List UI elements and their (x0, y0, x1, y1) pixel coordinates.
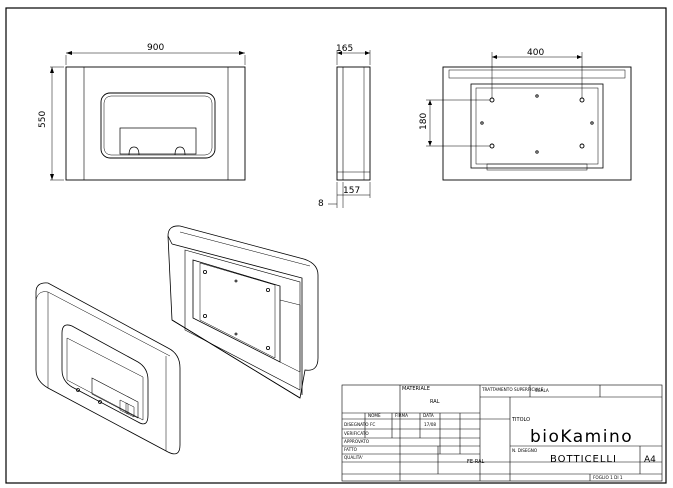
dim-400: 400 (527, 48, 544, 58)
trattamento-label: TRATTAMENTO SUPERFICIALE (481, 387, 544, 392)
scala-label: SCALA (535, 388, 549, 393)
back-view (426, 52, 632, 181)
isometric-back-view (167, 225, 319, 399)
designer-initials: FC (370, 422, 375, 427)
dim-8: 8 (318, 199, 324, 209)
col-nome: NOME (368, 413, 381, 418)
dim-550: 550 (38, 111, 48, 128)
design-date: 17/08 (424, 422, 436, 427)
product-name: BOTTICELLI (550, 454, 617, 465)
row-qualita: QUALITA' (344, 455, 363, 460)
sheet-format: A4 (644, 455, 656, 465)
title-block (341, 384, 663, 482)
foglio-label: FOGLIO 1 DI 1 (593, 475, 623, 480)
front-view (50, 51, 246, 181)
row-approvato: APPROVATO (344, 439, 370, 444)
sheet-border (5, 7, 667, 484)
material-label: MATERIALE (402, 386, 430, 392)
row-verificato: VERIFICATO (344, 431, 369, 436)
row-disegnato: DISEGNATO (344, 422, 369, 427)
codice-label: N. DISEGNO (512, 448, 538, 453)
col-data: DATA (423, 413, 434, 418)
dim-165: 165 (336, 44, 353, 54)
row-fatto: FATTO (344, 447, 358, 452)
dim-157: 157 (343, 186, 360, 196)
brand-name: bioKamino (530, 427, 633, 447)
dim-900: 900 (147, 43, 164, 53)
isometric-front-view (35, 282, 181, 455)
finish-fe-ral: FE-RAL (467, 459, 485, 465)
titolo-label: TITOLO (511, 417, 530, 423)
finish-ral: RAL (430, 399, 440, 405)
side-view (328, 50, 371, 208)
dim-180: 180 (419, 113, 429, 130)
col-firma: FIRMA (395, 413, 408, 418)
